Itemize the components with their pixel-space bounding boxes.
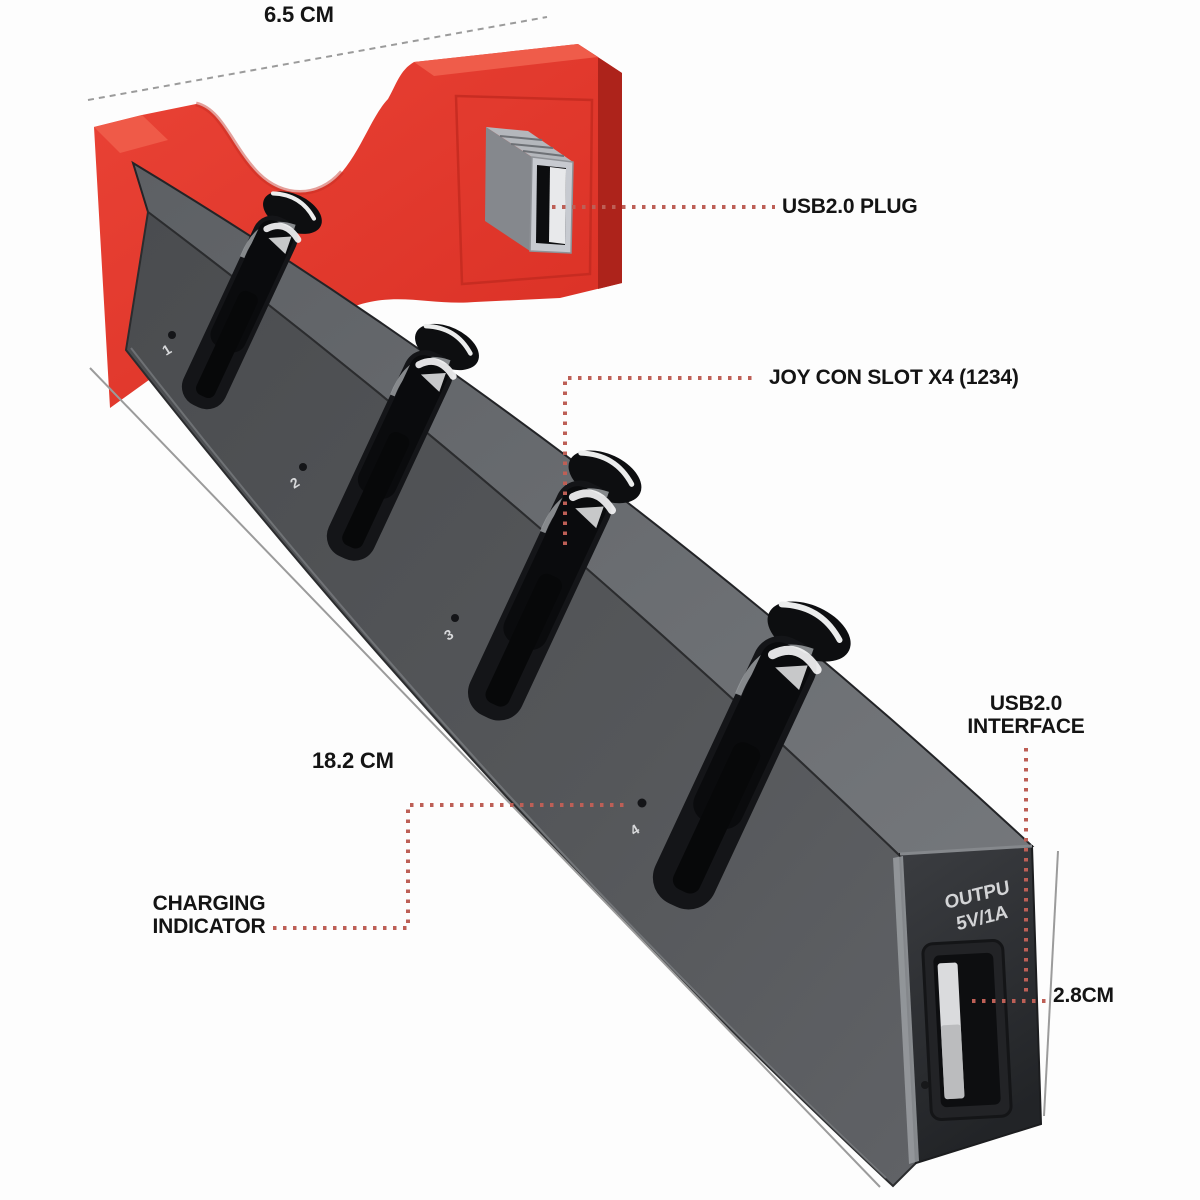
joycon-specular-blob	[268, 236, 292, 254]
annotation-usb-interface-line2: INTERFACE	[967, 715, 1085, 738]
joycon-slot-1	[181, 191, 322, 410]
usb-port-tongue-shade	[940, 1024, 965, 1100]
joycon-rail	[196, 290, 258, 399]
joycon-slot-2	[326, 323, 479, 561]
joycon-specular-blob	[575, 506, 604, 529]
dimension-line-width	[87, 16, 548, 101]
dimension-lines	[87, 16, 1059, 1188]
led-slot-3	[451, 614, 459, 622]
annotation-usb-interface: USB2.0 INTERFACE	[955, 692, 1097, 738]
joycon-bulge-highlight	[578, 450, 635, 487]
led-slot-1	[168, 331, 176, 339]
joycon-slot-3	[467, 450, 642, 721]
dimension-label-length: 18.2 CM	[312, 748, 394, 773]
joycon-rail	[485, 573, 562, 707]
led-slot-2	[299, 463, 307, 471]
dock-end-left-bevel	[893, 856, 919, 1164]
joycon-slot-4	[652, 601, 851, 910]
joycon-bulge-highlight	[423, 323, 473, 356]
dock-front-bottom-bevel	[130, 347, 887, 1179]
usb-plug-top-stripes	[499, 135, 565, 157]
red-block-side-face	[578, 44, 622, 289]
annotation-usb-plug: USB2.0 PLUG	[782, 195, 918, 218]
charging-indicator-leds	[168, 331, 647, 808]
joycon-bulge-highlight	[270, 191, 317, 221]
usb-plug	[485, 127, 574, 254]
red-block-top-face	[414, 44, 598, 76]
joycon-specular	[415, 357, 457, 380]
dimension-label-width: 6.5 CM	[264, 2, 334, 27]
annotation-charging-line1: CHARGING	[152, 892, 266, 915]
usb-plug-tongue	[549, 167, 566, 244]
usb-plug-side-face	[485, 127, 532, 251]
annotation-usb-interface-line1: USB2.0	[989, 692, 1063, 715]
joycon-specular	[263, 222, 302, 243]
dimension-line-length	[89, 367, 881, 1188]
joycon-specular-blob	[775, 665, 808, 690]
joycon-rail	[342, 432, 410, 549]
joycon-bulge-highlight	[778, 601, 843, 643]
end-face-screw-dot	[921, 1081, 929, 1089]
annotation-joycon-slot: JOY CON SLOT X4 (1234)	[769, 366, 1019, 389]
dimension-label-height: 2.8CM	[1053, 984, 1114, 1007]
dimension-line-height	[1043, 850, 1059, 1117]
red-block-panel-seam	[454, 94, 594, 286]
leader-lines	[273, 205, 1048, 1003]
usb-interface-port	[921, 939, 1013, 1121]
dock-end-top-bevel	[899, 844, 1033, 856]
joycon-rail	[672, 742, 761, 894]
joycon-specular	[767, 645, 822, 675]
joycon-specular-blob	[420, 372, 446, 392]
red-hook-shade	[195, 101, 344, 195]
red-mount-top-face	[94, 115, 168, 153]
led-slot-4	[637, 798, 647, 808]
joycon-specular	[568, 489, 617, 515]
annotation-charging-indicator: CHARGING INDICATOR	[143, 892, 275, 938]
annotation-charging-line2: INDICATOR	[152, 915, 266, 938]
